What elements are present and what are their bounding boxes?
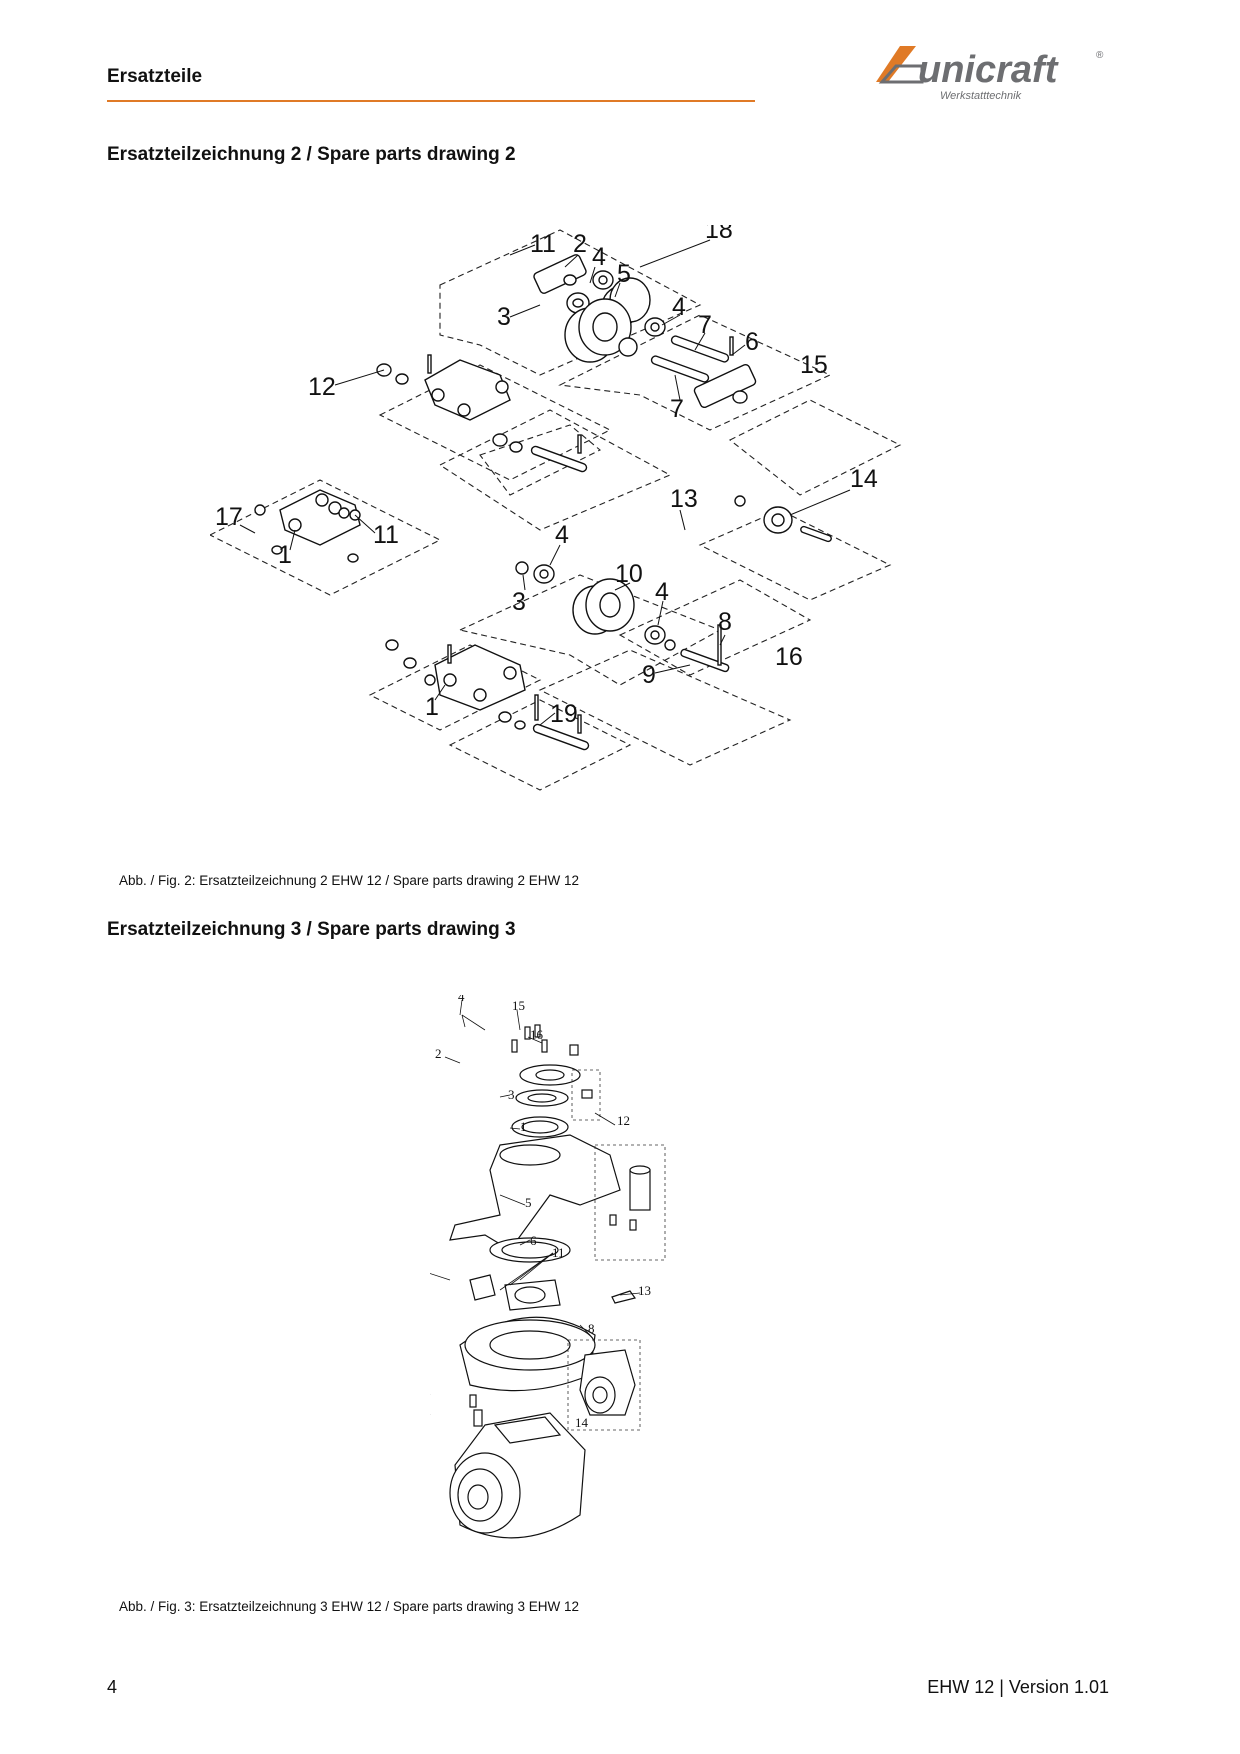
parts-group-middle — [376, 359, 588, 473]
label-7: 7 — [698, 311, 712, 339]
label-3: 3 — [497, 303, 511, 331]
section-2-title: Ersatzteilzeichnung 2 / Spare parts draw… — [107, 144, 516, 165]
header-title: Ersatzteile — [107, 66, 203, 87]
label-4b: 4 — [672, 293, 686, 321]
label-16: 16 — [775, 643, 803, 671]
part-labels: 11 2 4 5 18 3 4 7 6 15 12 7 17 11 1 13 1… — [215, 225, 878, 728]
section-3-title: Ersatzteilzeichnung 3 / Spare parts draw… — [107, 919, 516, 940]
logo-accent-shape — [876, 46, 916, 82]
label-9: 9 — [642, 661, 656, 689]
label-4c: 4 — [555, 521, 569, 549]
page-number: 4 — [107, 1677, 118, 1697]
label-13: 13 — [670, 485, 698, 513]
label-4d: 4 — [655, 578, 669, 606]
label-15: 15 — [800, 351, 828, 379]
parts-group-right — [734, 495, 832, 543]
label-11: 11 — [552, 1245, 565, 1260]
label-6: 6 — [530, 1233, 537, 1248]
label-17: 17 — [215, 503, 243, 531]
label-19: 19 — [550, 700, 578, 728]
header-rule — [107, 100, 755, 102]
leader-lines — [430, 999, 641, 1415]
label-1b: 1 — [425, 693, 439, 721]
parts-stack — [449, 1024, 621, 1539]
label-13: 13 — [638, 1283, 651, 1298]
label-16: 16 — [530, 1027, 544, 1042]
logo-brand: unicraft — [918, 49, 1059, 91]
label-5: 5 — [525, 1195, 532, 1210]
label-11: 11 — [530, 230, 556, 258]
spare-parts-drawing-2: 11 2 4 5 18 3 4 7 6 15 12 7 17 11 1 13 1… — [210, 225, 902, 791]
logo-frame-shape — [878, 64, 924, 84]
figure-2-caption: Abb. / Fig. 2: Ersatzteilzeichnung 2 EHW… — [119, 873, 579, 888]
label-11b: 11 — [373, 521, 399, 549]
label-18: 18 — [705, 225, 733, 244]
parts-group-left — [254, 489, 361, 563]
label-5: 5 — [617, 260, 631, 288]
label-12: 12 — [617, 1113, 630, 1128]
label-12: 12 — [308, 373, 336, 401]
spare-parts-drawing-3: 4 15 16 2 3 12 1 5 6 11 7 13 8 9 10 14 — [430, 995, 666, 1539]
unicraft-logo: unicraft ® Werkstatttechnik — [876, 46, 1104, 102]
label-8: 8 — [588, 1321, 595, 1336]
label-1: 1 — [278, 541, 292, 569]
label-3b: 3 — [512, 588, 526, 616]
label-2: 2 — [435, 1046, 442, 1061]
logo-tagline: Werkstatttechnik — [940, 90, 1022, 102]
document-version: EHW 12 | Version 1.01 — [927, 1677, 1109, 1697]
label-7b: 7 — [670, 395, 684, 423]
figure-3-caption: Abb. / Fig. 3: Ersatzteilzeichnung 3 EHW… — [119, 1599, 579, 1614]
label-4: 4 — [458, 995, 465, 1004]
parts-group-upper — [427, 254, 757, 409]
label-3: 3 — [508, 1087, 515, 1102]
label-14: 14 — [575, 1415, 589, 1430]
label-14: 14 — [850, 465, 878, 493]
part-labels: 4 15 16 2 3 12 1 5 6 11 7 13 8 9 10 14 — [435, 995, 651, 1430]
parts-group-lower — [385, 561, 730, 751]
label-6: 6 — [745, 328, 759, 356]
leader-lines — [239, 239, 851, 726]
label-1: 1 — [520, 1119, 527, 1134]
label-4: 4 — [592, 243, 606, 271]
label-8: 8 — [718, 608, 732, 636]
logo-registered: ® — [1096, 50, 1104, 61]
label-15: 15 — [512, 998, 525, 1013]
label-2: 2 — [573, 230, 587, 258]
label-10: 10 — [615, 560, 643, 588]
